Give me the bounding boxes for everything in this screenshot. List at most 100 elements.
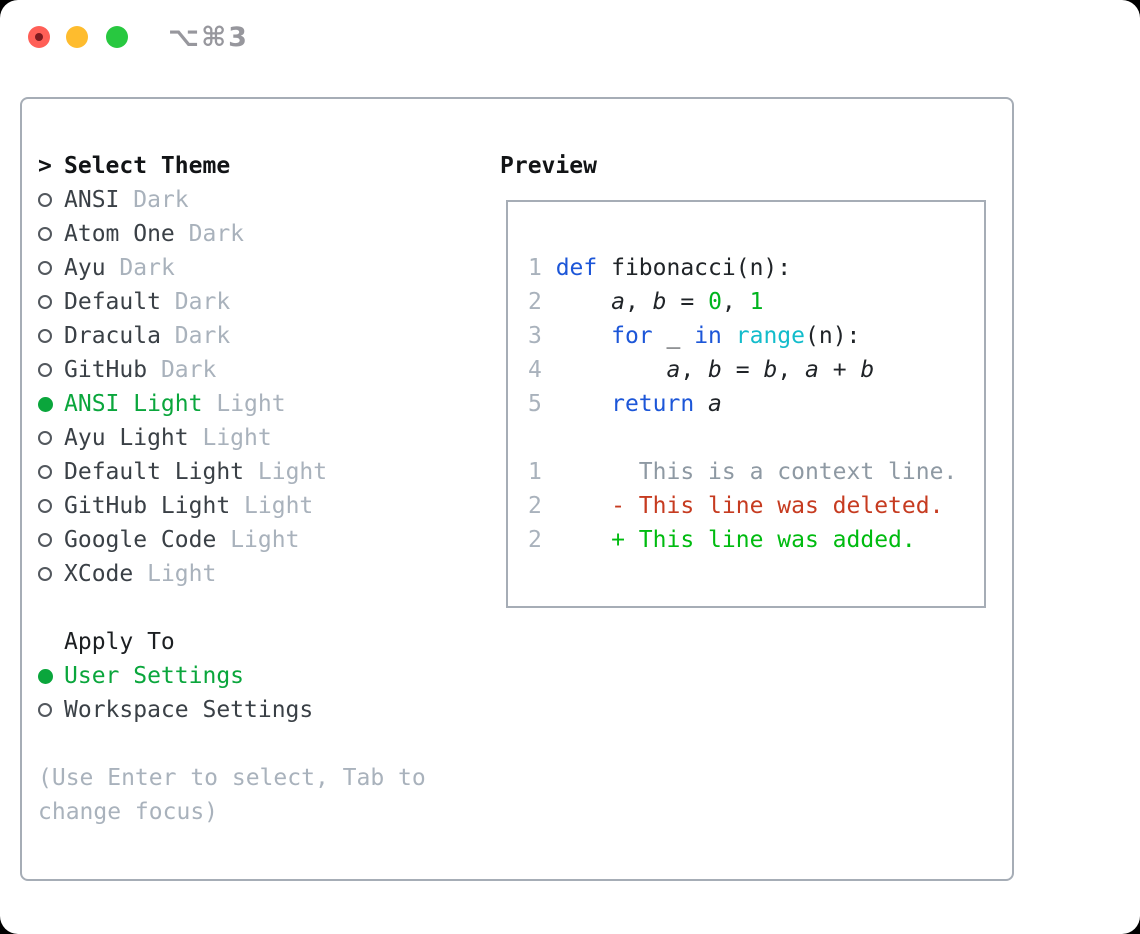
code-line: 2 a, b = 0, 1	[528, 285, 984, 319]
spacer-row	[38, 591, 488, 625]
diff-deleted-line: 2 - This line was deleted.	[528, 489, 984, 523]
theme-name: GitHub Light	[64, 493, 231, 519]
theme-option-label: Ayu Dark	[64, 255, 175, 281]
code-line: 5 return a	[528, 387, 984, 421]
theme-variant-badge: Dark	[188, 221, 245, 247]
code-token: a	[666, 357, 681, 383]
radio-icon	[38, 533, 52, 547]
diff-added-line: 2 + This line was added.	[528, 523, 984, 557]
theme-name: Atom One	[64, 221, 175, 247]
theme-option-default[interactable]: Default Dark	[38, 285, 488, 319]
code-token	[556, 357, 667, 383]
line-number: 2	[528, 289, 542, 315]
apply-option-workspace-settings[interactable]: Workspace Settings	[38, 693, 488, 727]
blank-line	[528, 421, 984, 455]
theme-variant-badge: Light	[244, 493, 314, 519]
apply-option-user-settings[interactable]: User Settings	[38, 659, 488, 693]
radio-icon	[38, 567, 52, 581]
theme-name: ANSI Light	[64, 391, 203, 417]
code-token: b	[860, 357, 875, 383]
theme-name: GitHub	[64, 357, 148, 383]
theme-variant-badge: Dark	[174, 289, 231, 315]
theme-option-google-code[interactable]: Google Code Light	[38, 523, 488, 557]
code-token: b	[763, 357, 778, 383]
radio-icon	[38, 329, 52, 343]
theme-option-label: GitHub Dark	[64, 357, 216, 383]
line-number: 2	[528, 493, 542, 519]
code-token: fibonacci(n):	[597, 255, 792, 281]
radio-icon	[38, 431, 52, 445]
theme-option-ayu[interactable]: Ayu Dark	[38, 251, 488, 285]
diff-context-line: 1 This is a context line.	[528, 455, 984, 489]
theme-name: Default	[64, 289, 161, 315]
code-token: 1	[749, 289, 764, 315]
theme-option-ansi[interactable]: ANSI Dark	[38, 183, 488, 217]
theme-variant-badge: Dark	[160, 357, 217, 383]
theme-name: Dracula	[64, 323, 161, 349]
theme-option-atom-one[interactable]: Atom One Dark	[38, 217, 488, 251]
code-line: 4 a, b = b, a + b	[528, 353, 984, 387]
radio-icon	[38, 295, 52, 309]
theme-variant-badge: Light	[147, 561, 217, 587]
theme-option-ansi-light[interactable]: ANSI Light Light	[38, 387, 488, 421]
code-token: - This line was deleted.	[555, 493, 944, 519]
code-line: 3 for _ in range(n):	[528, 319, 984, 353]
apply-option-label: Workspace Settings	[64, 697, 314, 723]
theme-variant-badge: Dark	[174, 323, 231, 349]
code-token	[556, 289, 611, 315]
code-token: ,	[680, 357, 709, 383]
line-number: 3	[528, 323, 542, 349]
code-token: in	[694, 323, 722, 349]
code-token: def	[555, 255, 598, 281]
radio-icon	[38, 363, 52, 377]
theme-name: Google Code	[64, 527, 217, 553]
code-token	[722, 323, 736, 349]
radio-icon	[38, 193, 52, 207]
theme-option-label: Ayu Light Light	[64, 425, 272, 451]
selection-prompt-icon: >	[38, 153, 52, 179]
line-number: 2	[528, 527, 542, 553]
theme-variant-badge: Light	[216, 391, 286, 417]
theme-variant-badge: Light	[202, 425, 272, 451]
theme-option-github[interactable]: GitHub Dark	[38, 353, 488, 387]
close-button[interactable]	[28, 26, 50, 48]
theme-variant-badge: Dark	[119, 255, 175, 281]
theme-option-dracula[interactable]: Dracula Dark	[38, 319, 488, 353]
code-token: =	[666, 289, 709, 315]
apply-to-title: Apply To	[64, 629, 175, 655]
radio-icon	[38, 703, 52, 717]
code-token: +	[818, 357, 861, 383]
theme-option-github-light[interactable]: GitHub Light Light	[38, 489, 488, 523]
code-token: ,	[777, 357, 806, 383]
theme-option-label: ANSI Dark	[64, 187, 189, 213]
theme-option-xcode[interactable]: XCode Light	[38, 557, 488, 591]
code-token	[556, 323, 611, 349]
close-button-dot	[35, 33, 43, 41]
help-text-line-1: (Use Enter to select, Tab to	[38, 765, 426, 791]
radio-selected-icon	[38, 396, 53, 412]
maximize-button[interactable]	[106, 26, 128, 48]
theme-name: Default Light	[64, 459, 245, 485]
code-token: ,	[624, 289, 653, 315]
code-token: (n):	[805, 323, 861, 349]
code-token: b	[652, 289, 667, 315]
line-number: 5	[528, 391, 542, 417]
theme-option-label: Dracula Dark	[64, 323, 230, 349]
theme-option-ayu-light[interactable]: Ayu Light Light	[38, 421, 488, 455]
radio-icon	[38, 261, 52, 275]
theme-name: Ayu	[64, 255, 106, 281]
minimize-button[interactable]	[66, 26, 88, 48]
code-token: + This line was added.	[555, 527, 916, 553]
theme-name: XCode	[64, 561, 134, 587]
radio-icon	[38, 465, 52, 479]
code-token: b	[708, 357, 722, 383]
theme-option-label: Default Dark	[64, 289, 230, 315]
theme-option-default-light[interactable]: Default Light Light	[38, 455, 488, 489]
